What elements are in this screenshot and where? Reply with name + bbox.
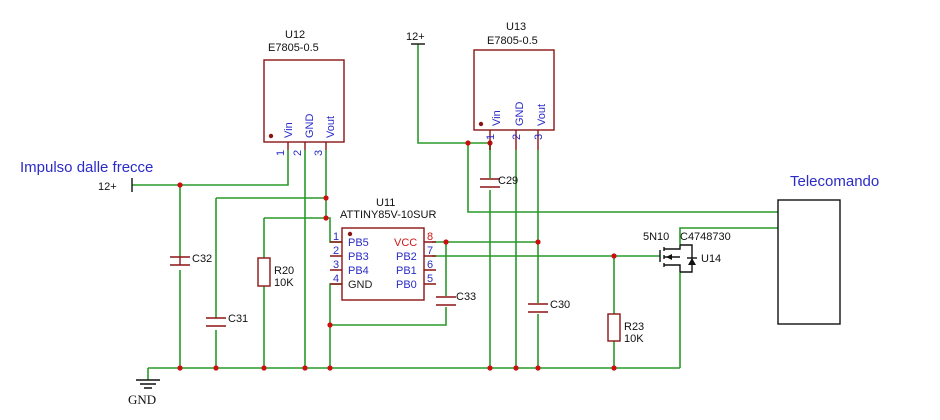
u14-value: 5N10: [643, 231, 669, 243]
u12-pin-vin: Vin: [283, 122, 295, 138]
u12-pin2-num: 2: [292, 150, 304, 156]
u12-ref: U12: [285, 29, 305, 41]
resistor-r20: R20 10K: [257, 257, 294, 289]
u11-pin2-num: 2: [333, 245, 339, 257]
ground-label: GND: [128, 392, 156, 407]
wire-telecomando-2: [679, 227, 778, 245]
wire-r20: [263, 217, 326, 368]
c29-label: C29: [498, 175, 518, 187]
label-impulso-dalle-frecce: Impulso dalle frecce: [20, 159, 153, 176]
ground-symbol: GND: [128, 379, 160, 407]
u13-pin-gnd: GND: [514, 102, 526, 127]
telecomando-box: [777, 199, 841, 325]
u12-pin-gnd: GND: [304, 114, 316, 139]
u11-pin-pb3: PB3: [348, 251, 369, 263]
u14-part: C4748730: [680, 231, 731, 243]
resistor-r23: R23 10K: [607, 313, 644, 345]
u13-pin1-num: 1: [485, 134, 497, 140]
regulator-u13: U13 E7805-0.5 Vin GND Vout 1 2 3: [473, 21, 555, 150]
capacitor-c33: C33: [436, 291, 476, 306]
mcu-u11: U11 ATTINY85V-10SUR PB5 PB3 PB4 GND 1 2 …: [330, 197, 436, 301]
wire-12v-input: [132, 150, 289, 186]
junctions: [177, 140, 617, 371]
power-12v-left: 12+: [98, 178, 133, 193]
u11-pin7-num: 7: [427, 245, 433, 257]
r20-value: 10K: [274, 277, 294, 289]
label-telecomando: Telecomando: [790, 173, 879, 190]
u12-pin3-num: 3: [313, 150, 325, 156]
u11-pin6-num: 6: [427, 259, 433, 271]
capacitor-c30: C30: [528, 299, 570, 313]
u11-pin-vcc: VCC: [394, 237, 417, 249]
u11-pin-pb2: PB2: [396, 251, 417, 263]
u11-pin3-num: 3: [333, 259, 339, 271]
ground-icon: [136, 379, 160, 389]
u13-pin2-num: 2: [511, 134, 523, 140]
r23-value: 10K: [624, 333, 644, 345]
c32-label: C32: [192, 253, 212, 265]
r23-ref: R23: [624, 321, 644, 333]
regulator-u12: U12 E7805-0.5 Vin GND Vout 1 2 3: [263, 29, 345, 156]
u13-pin3-num: 3: [533, 134, 545, 140]
u12-pin-vout: Vout: [325, 116, 337, 138]
u11-pin1-num: 1: [333, 231, 339, 243]
u13-value: E7805-0.5: [487, 35, 538, 47]
wire-c31: [215, 197, 326, 368]
u11-pin-pb1: PB1: [396, 265, 417, 277]
c31-label: C31: [228, 313, 248, 325]
u11-pin5-num: 5: [427, 273, 433, 285]
capacitor-c32: C32: [170, 253, 212, 266]
u11-pin8-num: 8: [427, 231, 433, 243]
u11-pin-pb4: PB4: [348, 265, 369, 277]
u11-pin-gnd: GND: [348, 279, 373, 291]
power-12v-top: 12+: [406, 31, 425, 45]
wires: [132, 44, 778, 380]
u12-value: E7805-0.5: [268, 42, 319, 54]
u12-pin1-num: 1: [275, 150, 287, 156]
u14-ref: U14: [701, 253, 721, 265]
c30-label: C30: [550, 299, 570, 311]
u11-value: ATTINY85V-10SUR: [340, 209, 436, 221]
u11-pin-pb0: PB0: [396, 279, 417, 291]
u13-pin-vout: Vout: [536, 104, 548, 126]
power-label-12v-left: 12+: [98, 181, 117, 193]
u11-pin-pb5: PB5: [348, 237, 369, 249]
u11-ref: U11: [376, 197, 395, 209]
u13-pin-vin: Vin: [491, 110, 503, 126]
u13-ref: U13: [506, 21, 526, 33]
capacitor-c31: C31: [206, 313, 248, 327]
u11-pin4-num: 4: [333, 273, 339, 285]
r20-ref: R20: [274, 265, 294, 277]
capacitor-c29: C29: [480, 175, 518, 188]
c33-label: C33: [456, 291, 476, 303]
wire-telecomando-1: [467, 143, 778, 213]
power-label-12v-top: 12+: [406, 31, 425, 43]
mosfet-u14: 5N10 C4748730 U14: [643, 231, 731, 273]
